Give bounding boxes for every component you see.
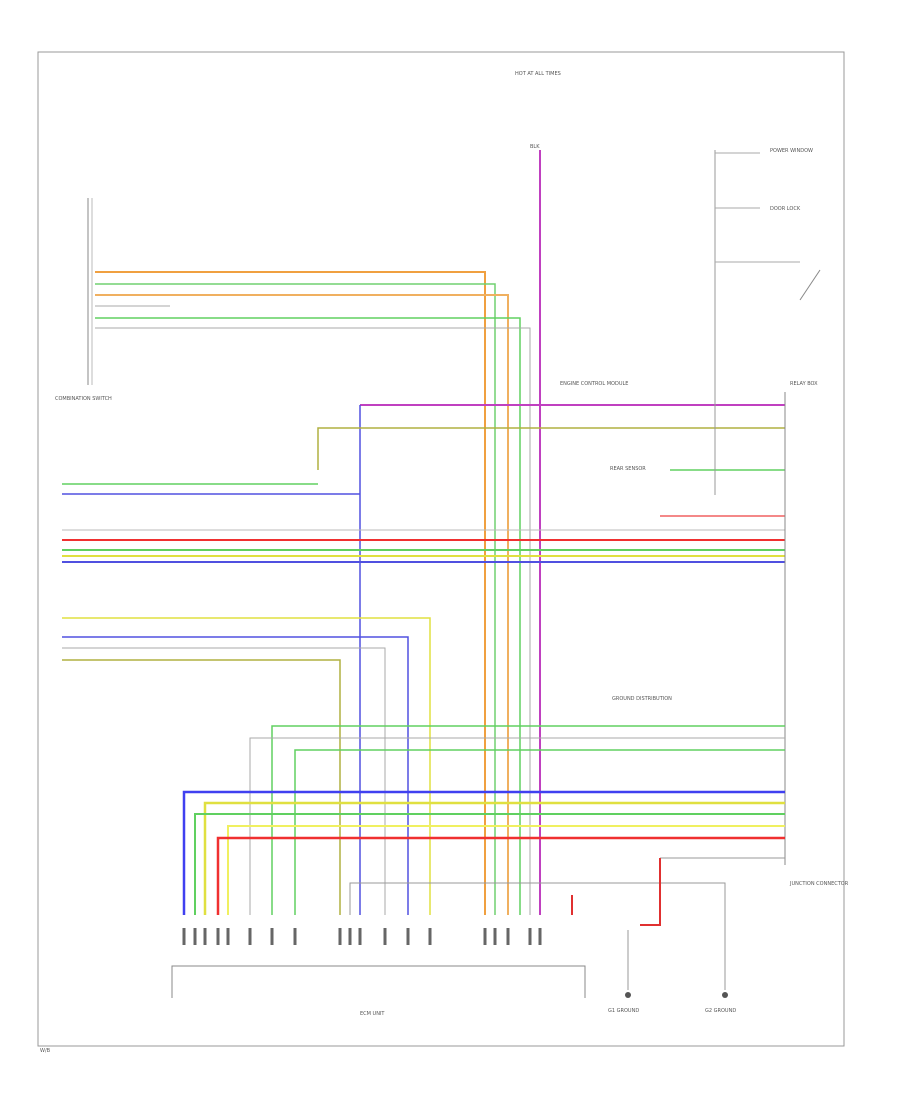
wire-orange-2 [95, 294, 509, 915]
wire-blue-2 [62, 636, 409, 915]
right-connector-label: JUNCTION CONNECTOR [789, 881, 849, 887]
ecm-unit-box [171, 965, 586, 998]
power-window-label: POWER WINDOW [770, 148, 813, 154]
wire-gray-4 [249, 737, 785, 915]
wire-yellow-2 [62, 617, 431, 915]
wire-color-label: BLK [530, 144, 540, 150]
wire-orange-1 [95, 271, 486, 915]
wire-red-3 [640, 858, 661, 926]
diagram-frame [37, 51, 845, 1047]
g1-label: G1 GROUND [608, 1008, 639, 1014]
relay-switch [799, 269, 821, 301]
hot-label: HOT AT ALL TIMES [515, 71, 561, 77]
ecm-unit-label: ECM UNIT [360, 1011, 385, 1017]
wire-green-6 [194, 813, 785, 915]
wire-olive-2 [62, 659, 341, 915]
bottom-left-label: W/B [40, 1048, 51, 1054]
wire-green-4 [271, 725, 785, 915]
wire-green-2 [95, 317, 521, 915]
relay-label: RELAY BOX [790, 381, 818, 387]
wire-blue-3 [182, 790, 785, 915]
ecm-pins [182, 928, 542, 945]
wire-green-5 [294, 749, 785, 915]
wire-olive [317, 427, 785, 470]
rear-sensor-label: REAR SENSOR [610, 466, 646, 472]
ground-g2 [722, 992, 728, 998]
wire-red-2 [216, 836, 785, 915]
g2-label: G2 GROUND [705, 1008, 736, 1014]
wire-gray-5 [349, 882, 726, 915]
door-lock-label: DOOR LOCK [770, 206, 801, 212]
switch-label: COMBINATION SWITCH [55, 396, 112, 402]
wire-green-1 [95, 283, 496, 915]
wire-yellow-3 [203, 801, 785, 915]
computer-label: ENGINE CONTROL MODULE [560, 381, 628, 387]
wire-yellow-4 [227, 825, 785, 915]
wire-gray-2 [95, 327, 531, 915]
wire-gray-3 [62, 647, 386, 915]
ground-label: GROUND DISTRIBUTION [612, 696, 672, 702]
ground-g1 [625, 992, 631, 998]
